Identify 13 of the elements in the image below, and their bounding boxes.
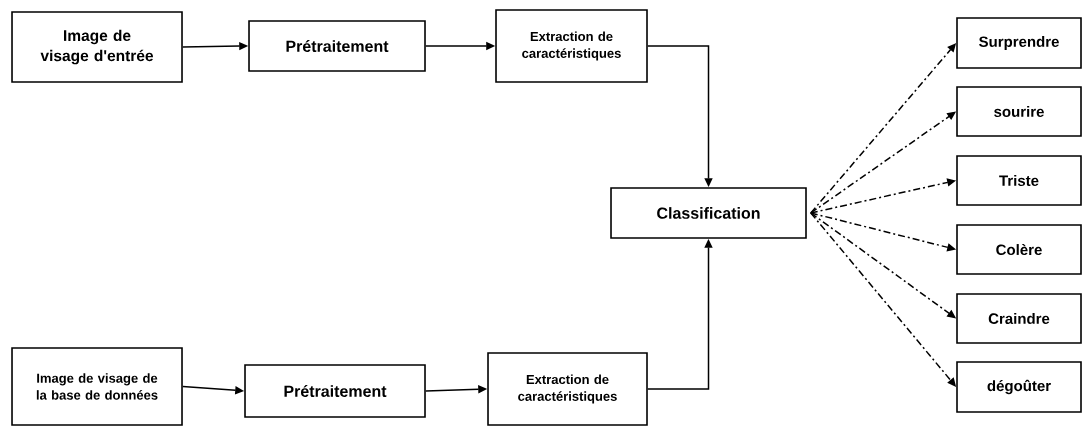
process-box: Extraction de caractéristiques: [495, 9, 648, 83]
process-box: Prétraitement: [248, 20, 426, 72]
process-box: Prétraitement: [244, 364, 426, 418]
emotion-box: Craindre: [956, 293, 1082, 344]
emotion-box: Triste: [956, 155, 1082, 206]
process-box: Classification: [610, 187, 807, 239]
input-box: Image de visage d'entrée: [11, 11, 183, 83]
process-box: Extraction de caractéristiques: [487, 352, 648, 426]
input-box: Image de visage de la base de données: [11, 347, 183, 426]
emotion-box: Colère: [956, 224, 1082, 275]
emotion-box: Surprendre: [956, 17, 1082, 69]
emotion-box: sourire: [956, 86, 1082, 137]
emotion-box: dégoûter: [956, 361, 1082, 413]
